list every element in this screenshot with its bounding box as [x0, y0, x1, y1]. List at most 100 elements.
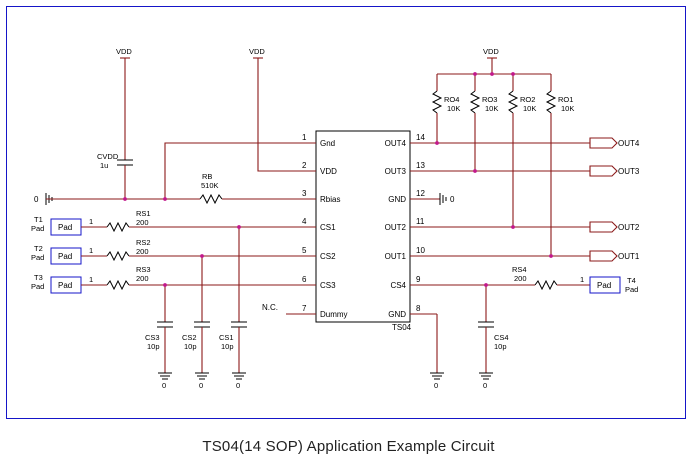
pin-name-vdd: VDD	[320, 167, 337, 176]
rs3-value: 200	[136, 274, 149, 283]
pad-t3-box: Pad	[58, 281, 72, 290]
pad-t2-pin: 1	[89, 246, 93, 255]
vdd-source-3: VDD	[483, 47, 499, 74]
pin-num-3: 3	[302, 189, 307, 198]
pad-t2-box: Pad	[58, 252, 72, 261]
pad-t1-pin: 1	[89, 217, 93, 226]
pin-name-gnd12: GND	[388, 195, 406, 204]
cap-cs2: CS2 10p	[182, 256, 210, 373]
output-connectors: OUT4 OUT3 OUT2 OUT1	[589, 137, 640, 262]
schematic-frame	[6, 6, 686, 419]
ro3-value: 10K	[485, 104, 498, 113]
cvdd-ref: CVDD	[97, 152, 119, 161]
pad-t1-name: T1	[34, 215, 43, 224]
pin-num-1: 1	[302, 133, 307, 142]
nc-label: N.C.	[262, 303, 278, 312]
output-out1: OUT1	[618, 252, 640, 261]
pin-num-13: 13	[416, 161, 425, 170]
pad-t4-pin: 1	[580, 275, 584, 284]
output-out3: OUT3	[618, 167, 640, 176]
ic-name: TS04	[392, 323, 412, 332]
pin-name-out4: OUT4	[385, 139, 407, 148]
cvdd-capacitor: CVDD 1u	[97, 152, 133, 199]
ground-pin12-label: 0	[450, 195, 455, 204]
ro3-ref: RO3	[482, 95, 497, 104]
pad-t2-name: T2	[34, 244, 43, 253]
cvdd-value: 1u	[100, 161, 108, 170]
rs1-ref: RS1	[136, 209, 151, 218]
pin-name-cs3: CS3	[320, 281, 336, 290]
rs2-ref: RS2	[136, 238, 151, 247]
ro1-ref: RO1	[558, 95, 573, 104]
pin-num-12: 12	[416, 189, 425, 198]
vdd-label-3: VDD	[483, 47, 499, 56]
pad-t3-pin: 1	[89, 275, 93, 284]
cs4-ref: CS4	[494, 333, 509, 342]
rs4-value: 200	[514, 274, 527, 283]
pin-name-out1: OUT1	[385, 252, 407, 261]
ro1-value: 10K	[561, 104, 574, 113]
cap-cs1: CS1 10p	[219, 227, 247, 373]
ro4-ref: RO4	[444, 95, 459, 104]
left-ground-label: 0	[34, 195, 39, 204]
resistor-rb: RB 510K	[199, 172, 316, 205]
pad-t3: T3 Pad Pad 1 RS3 200	[31, 265, 258, 294]
cs1-value: 10p	[221, 342, 234, 351]
pad-t1-sub: Pad	[31, 224, 44, 233]
pin-num-4: 4	[302, 217, 307, 226]
ground-pin12: 0	[439, 193, 455, 205]
ground-label-pin8: 0	[434, 381, 438, 390]
pin-num-9: 9	[416, 275, 421, 284]
cs2-value: 10p	[184, 342, 197, 351]
pin-name-cs4: CS4	[390, 281, 406, 290]
pin-name-dummy: Dummy	[320, 310, 348, 319]
ground-label-cs3: 0	[162, 381, 166, 390]
ic-right-pins: 14 13 12 11 10 9 8 OUT4 OUT3 GND OUT2 OU…	[385, 133, 590, 319]
cap-cs3: CS3 10p	[145, 285, 173, 373]
pad-t2-sub: Pad	[31, 253, 44, 262]
vdd-source-2: VDD	[249, 47, 316, 172]
pin-num-11: 11	[416, 217, 425, 226]
pin-name-gnd8: GND	[388, 310, 406, 319]
junction-dots	[123, 72, 553, 287]
pad-t4-name: T4	[627, 276, 636, 285]
vdd-label-1: VDD	[116, 47, 132, 56]
rs2-value: 200	[136, 247, 149, 256]
pin-name-gnd: Gnd	[320, 139, 335, 148]
cs3-value: 10p	[147, 342, 160, 351]
rs3-ref: RS3	[136, 265, 151, 274]
pin-num-6: 6	[302, 275, 307, 284]
cs3-ref: CS3	[145, 333, 160, 342]
ground-pin8: 0	[430, 314, 444, 390]
output-out4: OUT4	[618, 139, 640, 148]
ro2-ref: RO2	[520, 95, 535, 104]
pin-name-rbias: Rbias	[320, 195, 340, 204]
ground-label-cs1: 0	[236, 381, 240, 390]
ground-label-cs4: 0	[483, 381, 487, 390]
output-out2: OUT2	[618, 223, 640, 232]
pin-num-14: 14	[416, 133, 425, 142]
cap-cs4: CS4 10p 0	[478, 285, 509, 390]
ground-label-cs2: 0	[199, 381, 203, 390]
pad-t4-sub: Pad	[625, 285, 638, 294]
figure-caption: TS04(14 SOP) Application Example Circuit	[202, 438, 495, 455]
rb-ref: RB	[202, 172, 212, 181]
vdd-source-1: VDD	[116, 47, 132, 160]
pad-t3-name: T3	[34, 273, 43, 282]
rb-value: 510K	[201, 181, 219, 190]
vdd-label-2: VDD	[249, 47, 265, 56]
cs1-ref: CS1	[219, 333, 234, 342]
ic-ts04: TS04	[315, 130, 412, 332]
pin-name-cs1: CS1	[320, 223, 336, 232]
pad-t2: T2 Pad Pad 1 RS2 200	[31, 238, 258, 265]
pin-num-2: 2	[302, 161, 307, 170]
pin-name-cs2: CS2	[320, 252, 336, 261]
pin-num-10: 10	[416, 246, 425, 255]
ground-symbol-cs1: 0	[232, 372, 246, 390]
ro4-value: 10K	[447, 104, 460, 113]
gnd-pin1-wire	[164, 142, 316, 199]
ro2-value: 10K	[523, 104, 536, 113]
ground-symbol-cs2: 0	[195, 372, 209, 390]
pin-num-5: 5	[302, 246, 307, 255]
